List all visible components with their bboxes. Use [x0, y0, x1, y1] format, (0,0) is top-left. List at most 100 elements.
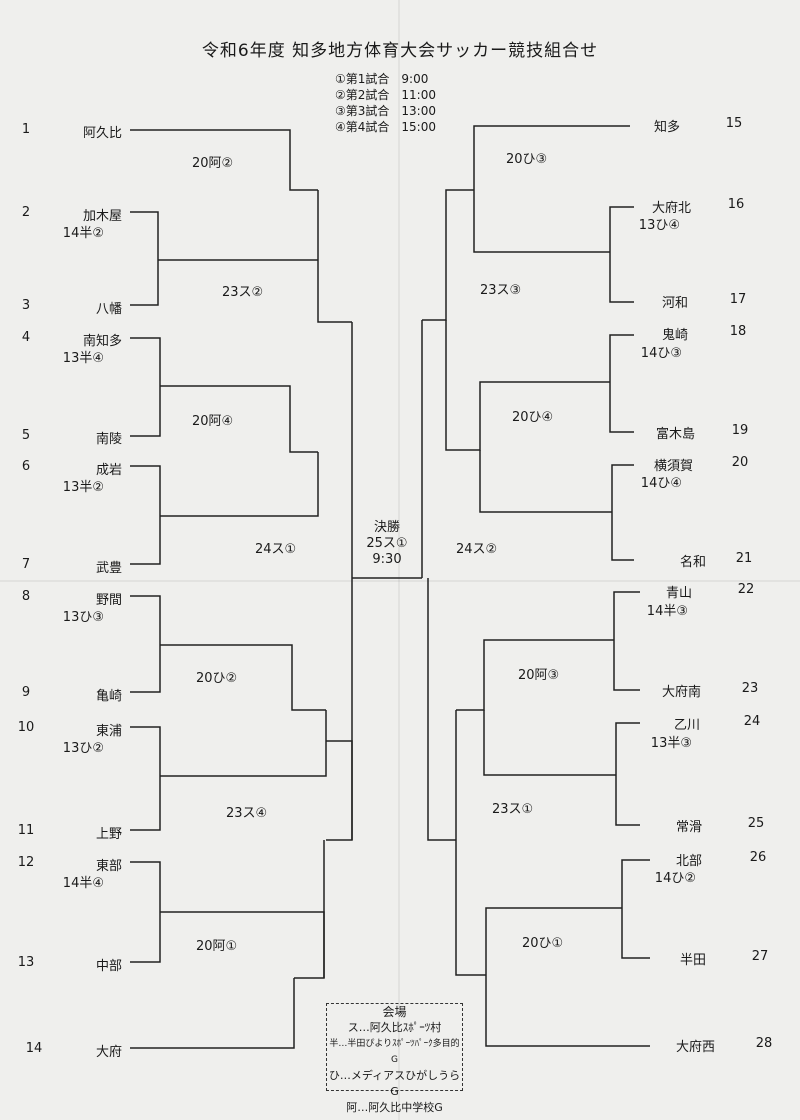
team-name: 大府北 [652, 201, 692, 216]
venue-line: 阿…阿久比中学校G [346, 1101, 443, 1114]
team-name: 成岩 [95, 463, 122, 478]
final-time: 9:30 [372, 552, 402, 567]
team-name: 富木島 [656, 427, 696, 442]
bracket-line [479, 450, 612, 513]
match-code: 13半④ [62, 351, 104, 366]
final-label: 決勝 [373, 520, 400, 535]
bracket-line [326, 740, 353, 841]
match-label: 20阿③ [518, 668, 560, 683]
schedule-label: ③第3試合 [335, 104, 390, 118]
seed-number: 28 [755, 1036, 773, 1051]
seed-number: 17 [729, 292, 747, 307]
seed-number: 13 [17, 955, 35, 970]
seed-number: 27 [751, 949, 769, 964]
bracket-line [473, 125, 630, 253]
venue-legend: 会場 ス…阿久比ｽﾎﾟｰﾂ村 半…半田ぴよりｽﾎﾟｰﾂﾊﾟｰｸ多目的G ひ…メデ… [326, 1003, 463, 1114]
bracket-line [130, 211, 159, 306]
seed-number: 26 [749, 850, 767, 865]
team-name: 中部 [95, 959, 122, 974]
match-label: 20阿① [196, 939, 238, 954]
paper-fold-vertical [398, 0, 400, 1120]
bracket-line [130, 595, 161, 693]
seed-number: 4 [21, 330, 31, 345]
team-name: 半田 [680, 953, 707, 968]
paper-fold-horizontal [0, 580, 800, 582]
team-name: 鬼崎 [662, 328, 689, 343]
seed-number: 24 [743, 714, 761, 729]
match-label: 23ス① [492, 802, 534, 817]
bracket-line [621, 859, 650, 959]
match-code: 13半② [62, 480, 104, 495]
match-code: 14半③ [646, 604, 688, 619]
team-name: 名和 [680, 555, 707, 570]
bracket-line [609, 334, 634, 433]
team-name: 知多 [654, 120, 681, 135]
match-code: 13ひ③ [62, 610, 104, 625]
team-name: 乙川 [674, 718, 701, 733]
team-name: 河和 [662, 296, 689, 311]
bracket-line [130, 129, 318, 191]
seed-number: 5 [21, 428, 31, 443]
schedule-label: ①第1試合 [335, 72, 390, 86]
team-name: 南知多 [82, 334, 122, 349]
venue-line: 半…半田ぴよりｽﾎﾟｰﾂﾊﾟｰｸ多目的G [329, 1039, 460, 1065]
seed-number: 14 [25, 1041, 43, 1056]
bracket-line [445, 320, 452, 451]
seed-number: 16 [727, 197, 745, 212]
match-code: 14ひ④ [640, 476, 682, 491]
match-label: 23ス③ [480, 283, 522, 298]
bracket-line [160, 644, 326, 711]
bracket-line [130, 465, 161, 565]
match-label: 23ス② [222, 285, 264, 300]
team-name: 加木屋 [82, 209, 122, 224]
bracket-line [615, 722, 640, 826]
bracket-line [609, 206, 634, 303]
seed-number: 8 [21, 589, 31, 604]
seed-number: 3 [21, 298, 31, 313]
match-code: 14ひ③ [640, 346, 682, 361]
match-label: 20ひ② [196, 671, 238, 686]
bracket-line [130, 337, 161, 437]
bracket-line [485, 907, 650, 1047]
bracket-line [130, 726, 161, 831]
bracket-line [130, 978, 295, 1049]
bracket-line [452, 381, 610, 451]
seed-number: 7 [21, 557, 31, 572]
team-name: 東浦 [95, 724, 122, 739]
bracket-line [160, 710, 327, 777]
team-name: 南陵 [95, 432, 122, 447]
match-label: 20ひ③ [506, 152, 548, 167]
seed-number: 20 [731, 455, 749, 470]
bracket-line [455, 710, 486, 976]
team-name: 野間 [95, 593, 122, 608]
match-label: 20阿④ [192, 414, 234, 429]
seed-number: 21 [735, 551, 753, 566]
match-label: 20阿② [192, 156, 234, 171]
bracket-line [483, 710, 616, 776]
team-name: 常滑 [676, 820, 703, 835]
schedule-time: 13:00 [401, 104, 436, 118]
team-name: 東部 [95, 859, 122, 874]
team-name: 北部 [676, 854, 703, 869]
seed-number: 11 [17, 823, 35, 838]
bracket-line [160, 452, 319, 517]
bracket-line [427, 578, 456, 841]
match-label: 20ひ④ [512, 410, 554, 425]
team-name: 阿久比 [82, 126, 122, 141]
bracket-line [130, 861, 161, 963]
match-code: 14ひ② [654, 871, 696, 886]
venue-title: 会場 [382, 1005, 407, 1019]
bracket-line [160, 385, 318, 453]
match-label: 23ス④ [226, 806, 268, 821]
seed-number: 25 [747, 816, 765, 831]
match-code: 14半④ [62, 876, 104, 891]
team-name: 上野 [95, 827, 122, 842]
bracket-line [456, 639, 614, 711]
match-label: 20ひ① [522, 936, 564, 951]
seed-number: 15 [725, 116, 743, 131]
final-match-code: 25ス① [366, 536, 408, 551]
